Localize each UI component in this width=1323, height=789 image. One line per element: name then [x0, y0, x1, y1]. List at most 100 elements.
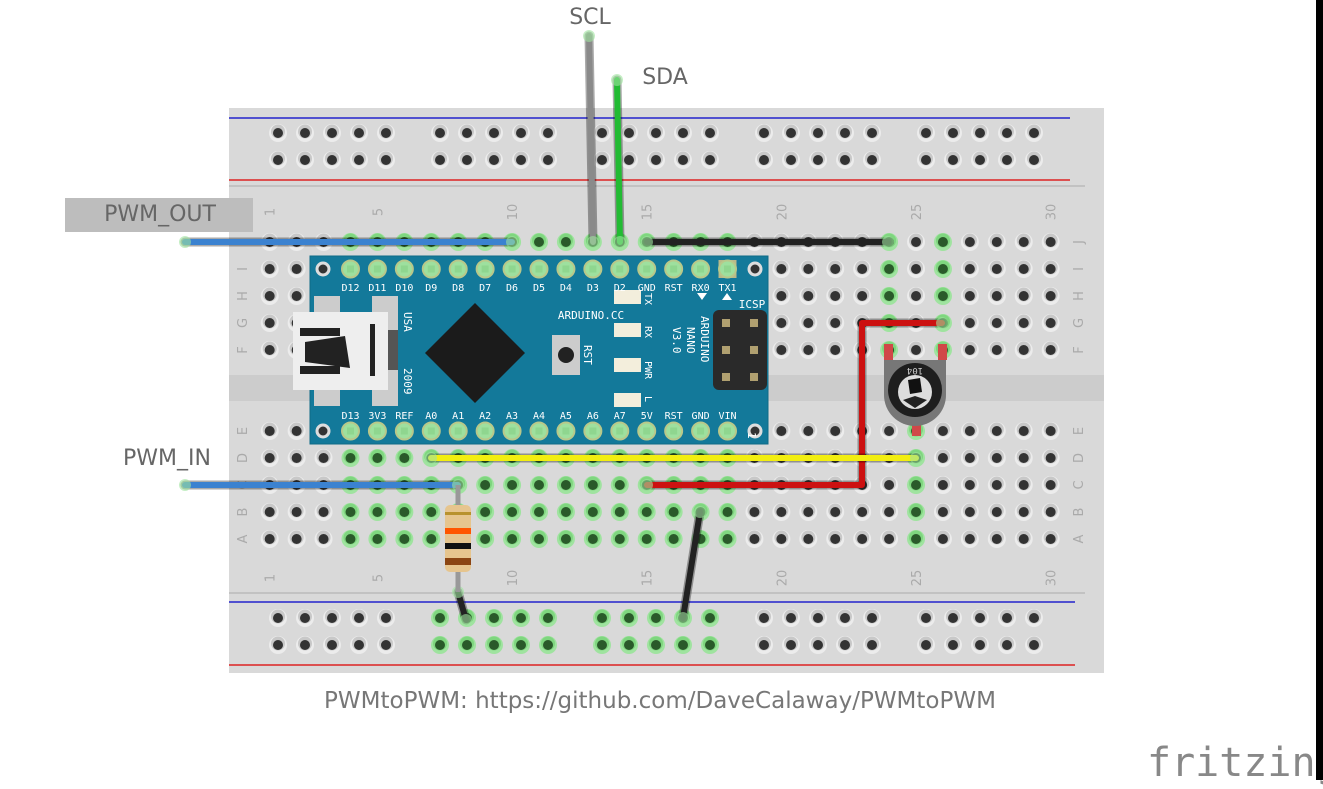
pin-a4[interactable]: A4	[529, 411, 549, 441]
rail-hole-bottom[interactable]	[431, 636, 449, 654]
hole-A25[interactable]	[907, 530, 926, 548]
hole-C13[interactable]	[583, 476, 602, 494]
hole-F1[interactable]	[260, 341, 279, 359]
rail-hole-top[interactable]	[1025, 151, 1043, 169]
hole-B12[interactable]	[556, 503, 575, 521]
hole-A13[interactable]	[583, 530, 602, 548]
rail-hole-top[interactable]	[620, 124, 638, 142]
hole-G29[interactable]	[1014, 314, 1033, 332]
hole-A9[interactable]	[476, 530, 495, 548]
rail-hole-top[interactable]	[782, 124, 800, 142]
hole-E20[interactable]	[772, 422, 791, 440]
rail-hole-top[interactable]	[998, 151, 1016, 169]
hole-A29[interactable]	[1014, 530, 1033, 548]
hole-J28[interactable]	[987, 233, 1006, 251]
hole-D3[interactable]	[314, 449, 333, 467]
hole-B25[interactable]	[907, 503, 926, 521]
wire-end[interactable]	[506, 236, 518, 248]
hole-J29[interactable]	[1014, 233, 1033, 251]
pin-a5[interactable]: A5	[556, 411, 576, 441]
caption[interactable]: PWMtoPWM: https://github.com/DaveCalaway…	[324, 688, 996, 714]
hole-E24[interactable]	[880, 422, 899, 440]
rail-hole-top[interactable]	[512, 124, 530, 142]
rail-hole-top[interactable]	[269, 151, 287, 169]
rail-hole-top[interactable]	[431, 151, 449, 169]
rail-hole-top[interactable]	[647, 151, 665, 169]
pin-d12[interactable]: D12	[340, 259, 360, 295]
hole-H25[interactable]	[907, 287, 926, 305]
resistor[interactable]	[445, 485, 471, 592]
rail-hole-top[interactable]	[593, 151, 611, 169]
hole-D27[interactable]	[960, 449, 979, 467]
wire-end[interactable]	[641, 236, 653, 248]
wire-end[interactable]	[587, 236, 599, 248]
hole-A11[interactable]	[530, 530, 548, 548]
rail-hole-bottom[interactable]	[863, 609, 881, 627]
hole-A20[interactable]	[772, 530, 791, 548]
rail-hole-bottom[interactable]	[377, 636, 395, 654]
rail-hole-top[interactable]	[998, 124, 1016, 142]
hole-H24[interactable]	[880, 287, 899, 305]
hole-A2[interactable]	[287, 530, 306, 548]
rail-hole-bottom[interactable]	[755, 609, 773, 627]
hole-I29[interactable]	[1014, 260, 1033, 278]
rail-hole-bottom[interactable]	[863, 636, 881, 654]
hole-F28[interactable]	[987, 341, 1006, 359]
wire-end[interactable]	[460, 614, 472, 626]
rail-hole-bottom[interactable]	[323, 636, 341, 654]
hole-A14[interactable]	[610, 530, 629, 548]
rail-hole-top[interactable]	[809, 124, 827, 142]
gnd-wire-top[interactable]	[641, 236, 894, 248]
hole-A15[interactable]	[637, 530, 656, 548]
rail-hole-top[interactable]	[782, 151, 800, 169]
rail-hole-top[interactable]	[458, 151, 476, 169]
rail-hole-bottom[interactable]	[593, 636, 611, 654]
hole-A21[interactable]	[799, 530, 818, 548]
hole-D1[interactable]	[260, 449, 279, 467]
rail-hole-top[interactable]	[485, 124, 503, 142]
wire-end[interactable]	[425, 452, 437, 464]
hole-A12[interactable]	[556, 530, 575, 548]
hole-H20[interactable]	[772, 287, 791, 305]
pin-vin[interactable]: VIN	[718, 411, 738, 441]
pin-gnd[interactable]: GND	[691, 411, 711, 441]
hole-D6[interactable]	[395, 449, 414, 467]
rail-hole-bottom[interactable]	[917, 609, 935, 627]
pin-d7[interactable]: D7	[475, 259, 495, 295]
hole-C27[interactable]	[960, 476, 979, 494]
rail-hole-bottom[interactable]	[809, 636, 827, 654]
hole-B5[interactable]	[368, 503, 387, 521]
hole-I20[interactable]	[772, 260, 791, 278]
hole-B21[interactable]	[799, 503, 818, 521]
hole-D2[interactable]	[287, 449, 306, 467]
rail-hole-bottom[interactable]	[836, 609, 854, 627]
hole-E30[interactable]	[1041, 422, 1060, 440]
hole-F25[interactable]	[907, 341, 926, 359]
rail-hole-bottom[interactable]	[539, 636, 557, 654]
hole-D29[interactable]	[1014, 449, 1033, 467]
hole-G30[interactable]	[1041, 314, 1060, 332]
hole-I27[interactable]	[960, 260, 979, 278]
hole-H28[interactable]	[987, 287, 1006, 305]
rail-hole-bottom[interactable]	[620, 636, 638, 654]
rail-hole-top[interactable]	[755, 124, 773, 142]
hole-E27[interactable]	[960, 422, 979, 440]
rail-hole-bottom[interactable]	[620, 609, 638, 627]
rail-hole-bottom[interactable]	[674, 636, 692, 654]
rail-hole-bottom[interactable]	[944, 609, 962, 627]
rail-hole-bottom[interactable]	[647, 636, 665, 654]
hole-B19[interactable]	[745, 503, 764, 521]
hole-C14[interactable]	[610, 476, 629, 494]
pin-d10[interactable]: D10	[394, 259, 414, 295]
hole-C10[interactable]	[503, 476, 522, 494]
hole-B18[interactable]	[718, 503, 737, 521]
pin-a7[interactable]: A7	[610, 411, 630, 441]
hole-B15[interactable]	[637, 503, 656, 521]
rail-hole-bottom[interactable]	[701, 609, 719, 627]
rail-hole-bottom[interactable]	[755, 636, 773, 654]
hole-G27[interactable]	[960, 314, 979, 332]
hole-C9[interactable]	[476, 476, 495, 494]
hole-G1[interactable]	[260, 314, 279, 332]
rail-hole-top[interactable]	[809, 151, 827, 169]
